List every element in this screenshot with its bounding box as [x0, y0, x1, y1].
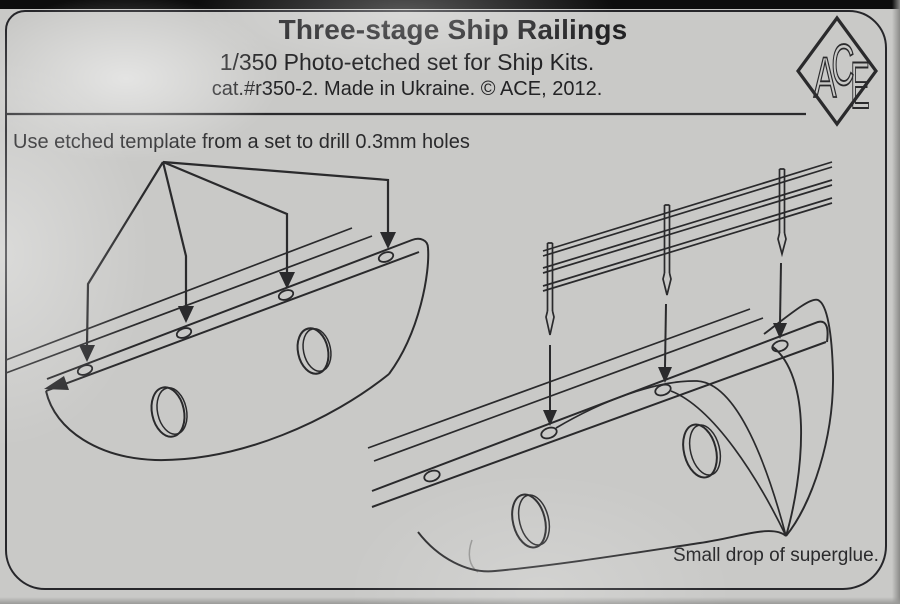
arrow-head-icon	[178, 306, 194, 323]
arrow-line	[161, 161, 188, 306]
porthole	[150, 386, 188, 438]
deck-lines	[5, 227, 373, 374]
hull-faint-line	[468, 539, 479, 573]
arrow-line	[162, 160, 289, 272]
deck-lines	[367, 308, 764, 462]
rail-middle	[542, 179, 833, 274]
hull-deck-edge-band	[371, 320, 829, 508]
arrow-line	[779, 262, 782, 324]
glue-instruction-note: Small drop of superglue.	[673, 545, 879, 566]
porthole	[511, 493, 551, 549]
arrow-head-icon	[658, 367, 672, 383]
porthole	[296, 327, 332, 375]
left-diagram-drill-holes	[5, 160, 430, 462]
three-stage-railing	[542, 161, 833, 336]
ace-logo-icon: A C E	[796, 15, 878, 127]
arrow-line	[664, 303, 667, 368]
porthole	[682, 423, 722, 479]
glue-callout-curves	[555, 380, 787, 537]
drill-callout-arrows	[79, 160, 396, 362]
arrow-head-icon	[79, 345, 95, 362]
drill-holes	[76, 251, 395, 376]
right-diagram-railing-install	[367, 161, 834, 573]
drill-instruction-note: Use etched template from a set to drill …	[13, 131, 470, 153]
arrow-line	[85, 161, 164, 346]
drill-holes	[423, 339, 789, 483]
arrow-head-icon	[543, 410, 557, 426]
hull-outline	[45, 247, 430, 462]
logo-letter-e: E	[850, 48, 869, 122]
arrow-line	[162, 160, 390, 232]
